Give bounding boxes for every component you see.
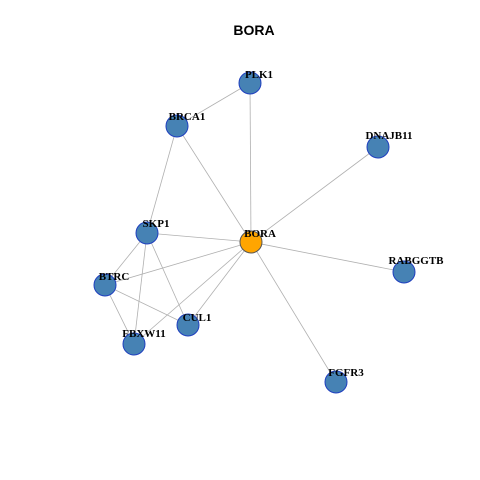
node-label: BTRC bbox=[99, 271, 130, 283]
node-plk1[interactable]: PLK1 bbox=[238, 69, 273, 95]
edge-plk1-bora bbox=[249, 82, 252, 243]
edge-fbxw11-bora bbox=[133, 241, 252, 345]
edge-skp1-bora bbox=[146, 232, 252, 243]
node-label: CUL1 bbox=[183, 312, 212, 324]
node-circle[interactable] bbox=[135, 221, 159, 245]
node-rabggtb[interactable]: RABGGTB bbox=[388, 255, 444, 284]
edge-btrc-cul1 bbox=[104, 284, 189, 326]
edge-btrc-bora bbox=[104, 241, 252, 286]
edge-fgfr3-bora bbox=[250, 241, 337, 383]
node-fbxw11[interactable]: FBXW11 bbox=[122, 328, 166, 356]
node-circle[interactable] bbox=[366, 135, 390, 159]
node-skp1[interactable]: SKP1 bbox=[135, 218, 170, 245]
node-label: FBXW11 bbox=[122, 328, 165, 340]
node-label: FGFR3 bbox=[328, 367, 364, 379]
node-label: SKP1 bbox=[143, 218, 170, 230]
node-circle[interactable] bbox=[324, 370, 348, 394]
node-circle[interactable] bbox=[239, 230, 263, 254]
node-circle[interactable] bbox=[238, 71, 262, 95]
node-circle[interactable] bbox=[93, 273, 117, 297]
node-circle[interactable] bbox=[176, 313, 200, 337]
node-label: PLK1 bbox=[245, 69, 273, 81]
node-brca1[interactable]: BRCA1 bbox=[165, 111, 206, 138]
node-label: RABGGTB bbox=[388, 255, 444, 267]
edge-dnajb11-bora bbox=[250, 146, 379, 243]
node-circle[interactable] bbox=[122, 332, 146, 356]
edge-cul1-bora bbox=[187, 241, 252, 326]
node-circle[interactable] bbox=[392, 260, 416, 284]
node-label: BORA bbox=[244, 228, 276, 240]
node-cul1[interactable]: CUL1 bbox=[176, 312, 212, 337]
node-circle[interactable] bbox=[165, 114, 189, 138]
edge-brca1-bora bbox=[176, 125, 252, 243]
diagram-title: BORA bbox=[233, 22, 274, 38]
node-fgfr3[interactable]: FGFR3 bbox=[324, 367, 364, 394]
node-dnajb11[interactable]: DNAJB11 bbox=[365, 130, 413, 159]
node-label: DNAJB11 bbox=[365, 130, 412, 142]
edge-rabggtb-bora bbox=[250, 241, 405, 273]
node-bora[interactable]: BORA bbox=[239, 228, 276, 254]
node-label: BRCA1 bbox=[169, 111, 206, 123]
edge-skp1-cul1 bbox=[146, 232, 189, 326]
edge-skp1-fbxw11 bbox=[133, 232, 148, 345]
edge-brca1-skp1 bbox=[146, 125, 178, 234]
node-btrc[interactable]: BTRC bbox=[93, 271, 130, 297]
edge-plk1-brca1 bbox=[176, 82, 251, 127]
